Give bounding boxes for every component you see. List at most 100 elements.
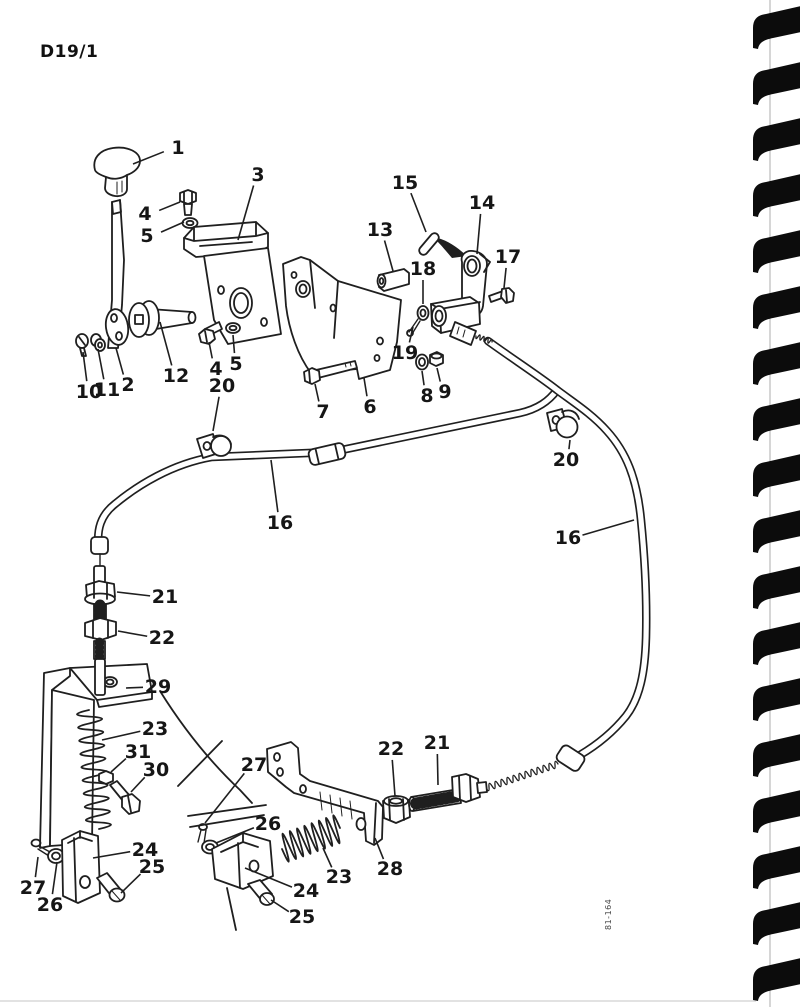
callout-label-14: 14 bbox=[469, 192, 495, 214]
callout-label-17: 17 bbox=[495, 246, 521, 268]
callout-label-20: 20 bbox=[553, 449, 579, 471]
spacer-13 bbox=[376, 268, 410, 292]
callout-label-15: 15 bbox=[392, 172, 418, 194]
leader-line-22 bbox=[391, 759, 396, 797]
binding-comb bbox=[753, 6, 800, 49]
callout-label-31: 31 bbox=[125, 741, 151, 763]
leader-line-16 bbox=[270, 459, 279, 513]
washer-8 bbox=[415, 353, 429, 371]
callout-label-11: 11 bbox=[94, 379, 120, 401]
leader-line-11 bbox=[97, 348, 105, 380]
cable-clamp-20-left bbox=[196, 433, 232, 459]
pin-25-centre bbox=[247, 879, 275, 906]
callout-label-29: 29 bbox=[145, 676, 171, 698]
binding-comb bbox=[753, 118, 800, 161]
housing-outline bbox=[159, 690, 267, 931]
leader-line-5 bbox=[160, 221, 185, 233]
callout-label-21: 21 bbox=[152, 586, 178, 608]
knob-1 bbox=[93, 146, 141, 198]
binding-comb bbox=[753, 846, 800, 889]
clevis-24-left bbox=[61, 830, 101, 904]
leader-line-25 bbox=[120, 873, 142, 894]
washer-5-upper bbox=[181, 217, 199, 229]
leader-line-2 bbox=[115, 347, 125, 375]
binding-comb bbox=[753, 62, 800, 105]
binding-comb bbox=[753, 286, 800, 329]
leader-line-26 bbox=[51, 861, 58, 895]
callout-label-16: 16 bbox=[555, 527, 581, 549]
leader-line-4 bbox=[158, 201, 181, 212]
binding-comb bbox=[753, 230, 800, 273]
callout-label-25: 25 bbox=[289, 906, 315, 928]
leader-line-25 bbox=[270, 899, 290, 913]
bolt-17 bbox=[488, 287, 515, 304]
binding-comb bbox=[753, 902, 800, 945]
cable-clamp-20-right bbox=[546, 408, 580, 439]
cable-ferrule-left bbox=[90, 536, 109, 555]
callout-label-27: 27 bbox=[241, 754, 267, 776]
leader-line-10 bbox=[82, 351, 88, 382]
callout-label-13: 13 bbox=[367, 219, 393, 241]
leader-line-21 bbox=[436, 753, 439, 786]
callout-label-23: 23 bbox=[142, 718, 168, 740]
trunnion-connector bbox=[430, 296, 481, 346]
cable-adjuster-barrel bbox=[307, 442, 347, 466]
binding-comb bbox=[753, 342, 800, 385]
cotter-pin-19 bbox=[406, 318, 421, 337]
leader-line-20 bbox=[568, 439, 571, 450]
leader-line-28 bbox=[374, 837, 385, 860]
binding-comb bbox=[753, 622, 800, 665]
callout-label-20: 20 bbox=[209, 375, 235, 397]
washer-18 bbox=[416, 305, 430, 321]
callout-label-10: 10 bbox=[76, 381, 102, 403]
direction-arrow bbox=[437, 238, 467, 258]
callout-label-23: 23 bbox=[326, 866, 352, 888]
leader-line-26 bbox=[215, 827, 255, 844]
leader-line-4 bbox=[208, 341, 214, 359]
callout-label-16: 16 bbox=[267, 512, 293, 534]
leader-line-23 bbox=[101, 730, 141, 741]
leader-line-13 bbox=[383, 240, 394, 272]
callout-label-2: 2 bbox=[121, 374, 134, 396]
callout-label-30: 30 bbox=[143, 759, 169, 781]
bolt-30 bbox=[109, 780, 141, 815]
anchor-plate-29 bbox=[69, 663, 153, 708]
leader-line-21 bbox=[116, 591, 151, 597]
callout-label-5: 5 bbox=[229, 353, 242, 375]
lever-rod-2 bbox=[104, 199, 130, 349]
binding-comb bbox=[753, 734, 800, 777]
leader-line-31 bbox=[110, 757, 127, 773]
callout-label-9: 9 bbox=[438, 381, 451, 403]
callout-label-22: 22 bbox=[149, 627, 175, 649]
bolt-4-lower bbox=[198, 321, 223, 345]
binding-comb bbox=[753, 174, 800, 217]
leader-line-1 bbox=[132, 150, 165, 165]
callout-label-5: 5 bbox=[140, 225, 153, 247]
print-code: 81-164 bbox=[604, 898, 613, 930]
callout-label-25: 25 bbox=[139, 856, 165, 878]
cable-16 bbox=[90, 334, 651, 792]
leader-line-12 bbox=[159, 321, 173, 366]
binding-comb bbox=[753, 510, 800, 553]
callout-label-4: 4 bbox=[138, 203, 151, 225]
cotter-pin-27-left bbox=[30, 838, 51, 857]
washer-11 bbox=[90, 333, 106, 352]
leader-line-20 bbox=[212, 396, 220, 432]
callout-label-24: 24 bbox=[132, 839, 158, 861]
callout-label-1: 1 bbox=[171, 137, 184, 159]
callout-label-22: 22 bbox=[378, 738, 404, 760]
leader-line-27 bbox=[34, 856, 39, 878]
callout-label-27: 27 bbox=[20, 877, 46, 899]
bracket-3 bbox=[183, 221, 282, 345]
callout-label-4: 4 bbox=[209, 358, 222, 380]
leader-line-9 bbox=[436, 367, 442, 382]
callout-label-12: 12 bbox=[163, 365, 189, 387]
binding-comb bbox=[753, 958, 800, 1001]
leader-line-15 bbox=[410, 192, 427, 233]
callout-label-21: 21 bbox=[424, 732, 450, 754]
leader-line-24 bbox=[92, 850, 131, 859]
binding-strip bbox=[753, 6, 800, 1001]
leader-line-24 bbox=[244, 867, 293, 888]
pin-25-left bbox=[96, 872, 126, 903]
